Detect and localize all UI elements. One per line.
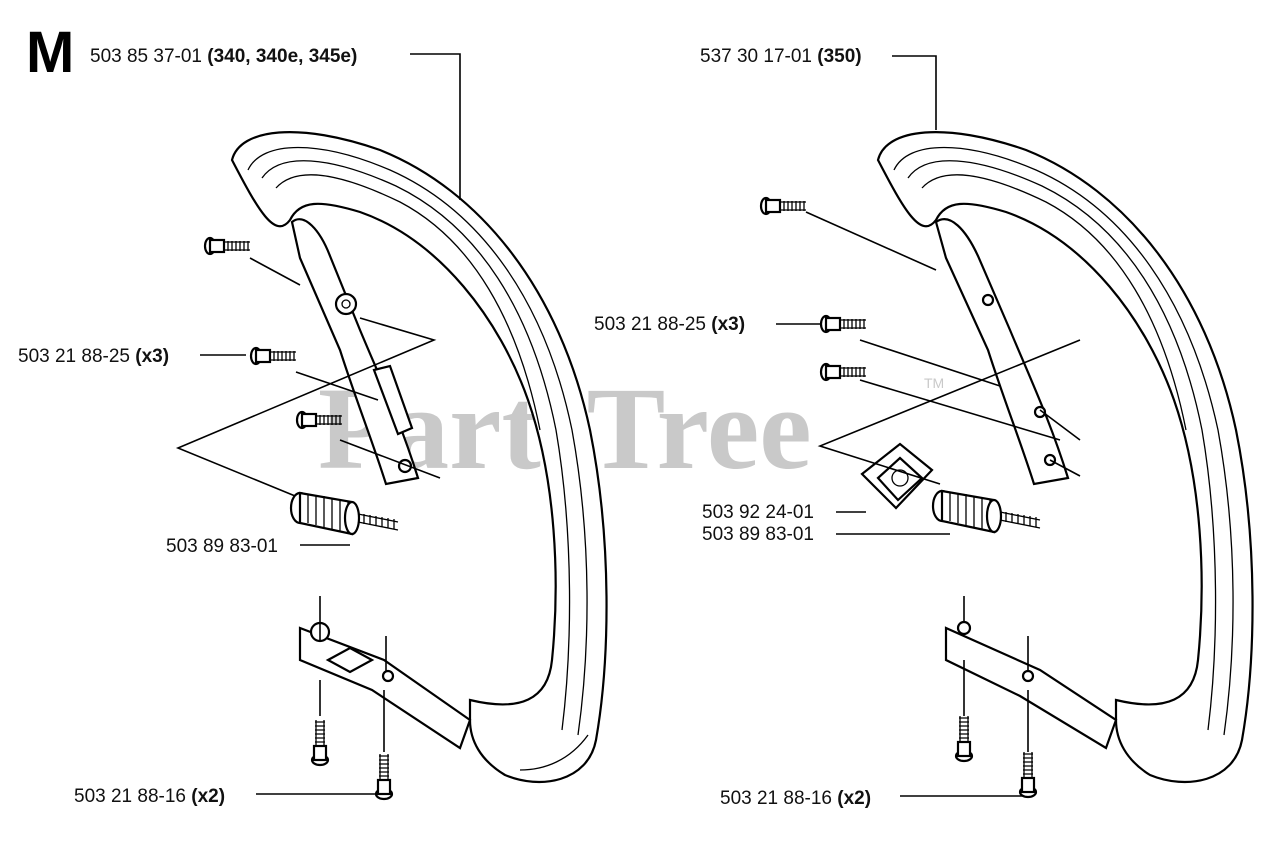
right-leader-lines bbox=[776, 55, 1081, 797]
left-damper-label: 503 89 83-01 bbox=[166, 536, 278, 557]
left-screw-top-part: 503 21 88-25 bbox=[18, 346, 130, 367]
left-screw-2 bbox=[249, 346, 298, 366]
left-bottom-screw-1 bbox=[310, 718, 330, 767]
right-bracket bbox=[860, 442, 934, 510]
left-bottom-screw-2 bbox=[374, 752, 394, 801]
right-damper bbox=[931, 489, 1042, 534]
right-screw-3 bbox=[819, 362, 868, 382]
right-screw-top-qty: (x3) bbox=[711, 314, 745, 335]
right-screw-bottom-part: 503 21 88-16 bbox=[720, 788, 832, 809]
left-screw-top-qty: (x3) bbox=[135, 346, 169, 367]
right-handle-part: 537 30 17-01 bbox=[700, 46, 812, 67]
section-letter: M bbox=[26, 20, 74, 85]
left-front-handle bbox=[230, 131, 608, 784]
right-handle-label: 537 30 17-01 (350) bbox=[700, 46, 862, 67]
right-front-handle bbox=[876, 131, 1254, 784]
right-screw-bottom-label: 503 21 88-16 (x2) bbox=[720, 788, 871, 809]
right-handle-qty: (350) bbox=[817, 46, 861, 67]
right-screw-bottom-qty: (x2) bbox=[837, 788, 871, 809]
right-bracket-label: 503 92 24-01 bbox=[702, 502, 814, 523]
right-screw-top-label: 503 21 88-25 (x3) bbox=[594, 314, 745, 335]
left-handle-qty: (340, 340e, 345e) bbox=[207, 46, 357, 67]
right-bottom-screw-1 bbox=[954, 714, 974, 763]
left-screw-1 bbox=[203, 236, 252, 256]
left-screw-top-label: 503 21 88-25 (x3) bbox=[18, 346, 169, 367]
left-screw-bottom-label: 503 21 88-16 (x2) bbox=[74, 786, 225, 807]
left-screw-bottom-part: 503 21 88-16 bbox=[74, 786, 186, 807]
right-screw-top-part: 503 21 88-25 bbox=[594, 314, 706, 335]
right-damper-label: 503 89 83-01 bbox=[702, 524, 814, 545]
left-damper bbox=[289, 491, 400, 536]
right-bottom-screw-2 bbox=[1018, 750, 1038, 799]
left-handle-label: 503 85 37-01 (340, 340e, 345e) bbox=[90, 46, 357, 67]
watermark-trademark: TM bbox=[924, 375, 944, 391]
left-handle-part: 503 85 37-01 bbox=[90, 46, 202, 67]
right-screw-2 bbox=[819, 314, 868, 334]
left-screw-bottom-qty: (x2) bbox=[191, 786, 225, 807]
right-screw-1 bbox=[759, 196, 808, 216]
left-leader-lines bbox=[175, 53, 461, 795]
